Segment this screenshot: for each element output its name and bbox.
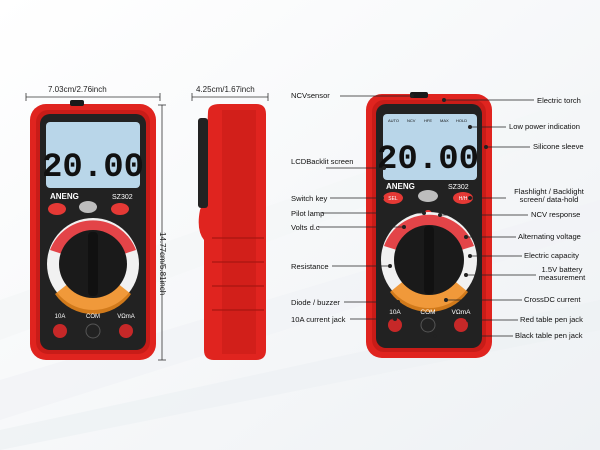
svg-text:ANENG: ANENG xyxy=(50,192,79,201)
labeled-lcd-reading: 20.00 xyxy=(377,141,479,179)
front-hold-button[interactable] xyxy=(111,203,129,215)
light-button[interactable] xyxy=(418,190,438,202)
callout-leaders-left xyxy=(318,165,426,321)
svg-text:10A: 10A xyxy=(55,314,66,320)
depth-dimension-label: 4.25cm/1.67inch xyxy=(196,85,255,94)
svg-text:HOLD: HOLD xyxy=(456,118,467,123)
height-dimension-line xyxy=(158,104,166,361)
width-dimension-label: 7.03cm/2.76inch xyxy=(48,85,107,94)
callout-pilot-lamp: Pilot lamp xyxy=(291,209,325,218)
labeled-lcd-screen xyxy=(383,114,477,180)
callout-ncv-sensor: NCVsensor xyxy=(291,91,330,100)
callout-flashlight-backlight-hold: Flashlight / Backlight screen/ data-hold xyxy=(514,187,584,204)
front-10a-jack xyxy=(53,324,67,338)
svg-text:MAX: MAX xyxy=(440,118,449,123)
callout-electric-torch: Electric torch xyxy=(537,96,581,105)
width-dimension-line xyxy=(25,93,161,101)
callout-10a-current-jack: 10A current jack xyxy=(291,315,346,324)
callout-silicone-sleeve: Silicone sleeve xyxy=(533,142,584,151)
front-light-button[interactable] xyxy=(79,201,97,213)
sel-button[interactable] xyxy=(383,192,403,204)
callout-low-power-indication: Low power indication xyxy=(509,122,580,131)
svg-text:VΩmA: VΩmA xyxy=(117,314,135,320)
callout-volts-dc: Volts d.c xyxy=(291,223,320,232)
svg-text:SZ302: SZ302 xyxy=(448,184,469,191)
front-lcd-reading: 20.00 xyxy=(42,149,144,187)
svg-text:COM: COM xyxy=(420,309,435,316)
callout-switch-key: Switch key xyxy=(291,194,328,203)
hold-button[interactable] xyxy=(453,192,473,204)
svg-text:SZ302: SZ302 xyxy=(112,194,133,201)
10a-jack[interactable] xyxy=(388,318,402,332)
depth-dimension-line xyxy=(191,93,269,101)
volt-jack[interactable] xyxy=(454,318,468,332)
callout-alternating-voltage: Alternating voltage xyxy=(518,232,581,241)
svg-text:COM: COM xyxy=(86,314,100,320)
svg-text:VΩmA: VΩmA xyxy=(452,309,472,316)
svg-text:SEL: SEL xyxy=(388,196,398,202)
callout-diode-buzzer: Diode / buzzer xyxy=(291,298,340,307)
callout-ncv-response: NCV response xyxy=(531,210,581,219)
callout-electric-capacity: Electric capacity xyxy=(524,251,579,260)
callout-leaders-right xyxy=(340,94,536,338)
svg-text:AUTO: AUTO xyxy=(388,118,399,123)
svg-text:HFE: HFE xyxy=(424,118,432,123)
callout-red-pen-jack: Red table pen jack xyxy=(520,315,583,324)
com-jack[interactable] xyxy=(420,317,436,333)
callout-black-pen-jack: Black table pen jack xyxy=(515,331,583,340)
callout-resistance: Resistance xyxy=(291,262,329,271)
callout-lcd-backlit-screen: LCDBacklit screen xyxy=(291,157,354,166)
svg-text:H/H: H/H xyxy=(459,196,468,202)
callout-battery-measurement: 1.5V battery measurement xyxy=(538,265,586,282)
front-sel-button[interactable] xyxy=(48,203,66,215)
front-lcd-screen xyxy=(46,122,140,188)
callout-cross-dc-current: CrossDC current xyxy=(524,295,581,304)
svg-text:ANENG: ANENG xyxy=(386,182,415,191)
svg-text:NCV: NCV xyxy=(407,118,416,123)
amp-jack-label: 10A xyxy=(389,309,401,316)
